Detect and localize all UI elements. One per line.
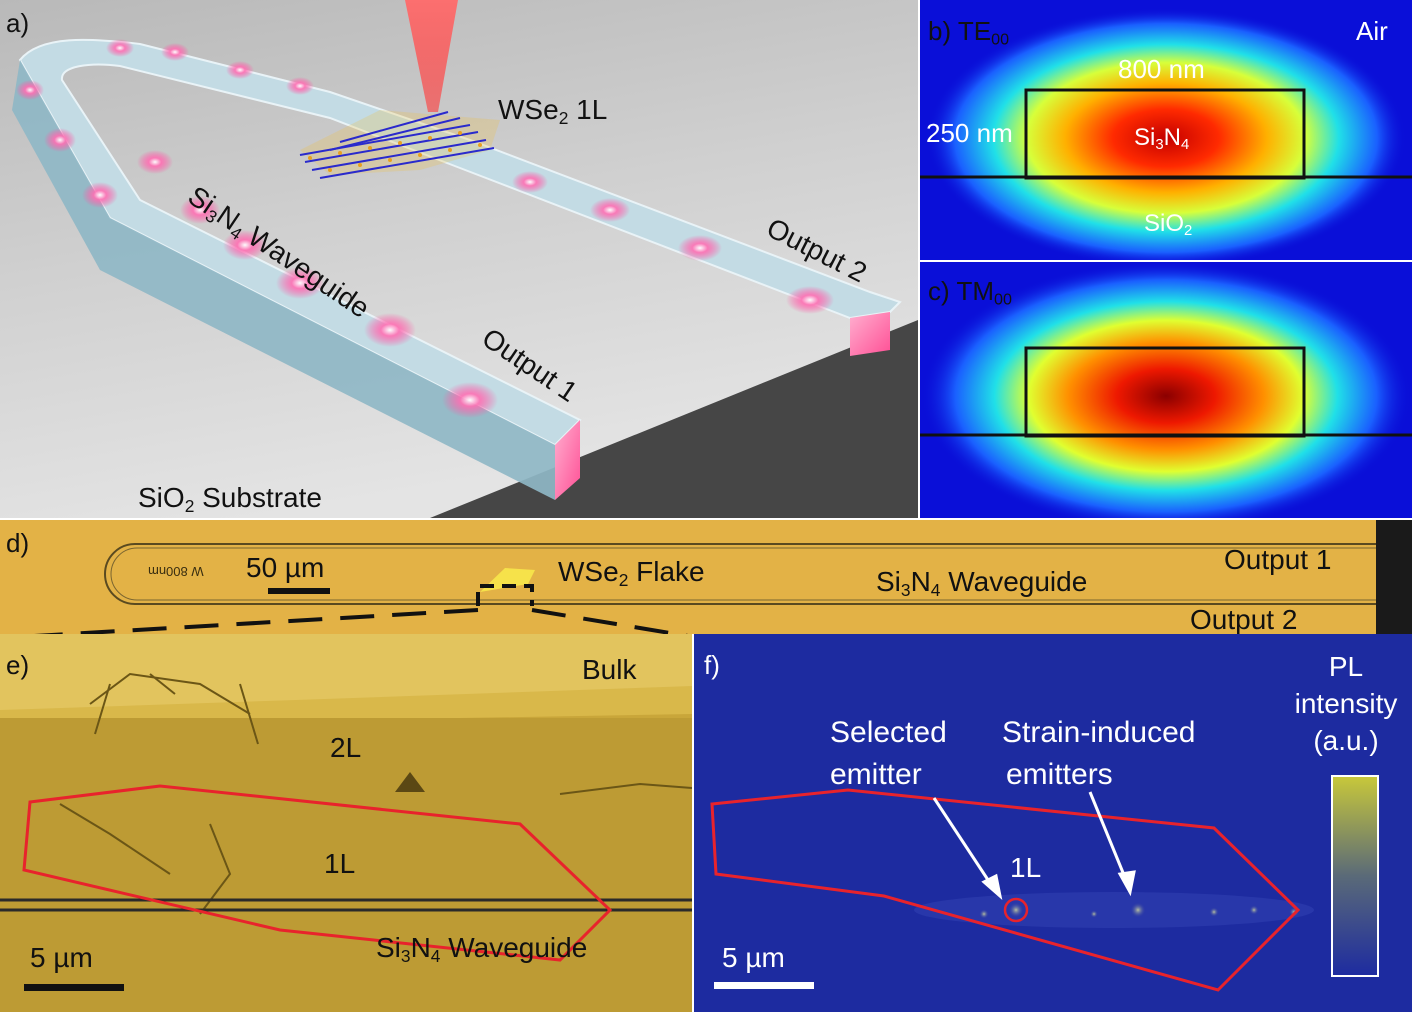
zoom-line-right — [531, 608, 689, 634]
scale-bar-d — [268, 588, 330, 594]
waveguide-label-e: Si3N4 Waveguide — [376, 932, 588, 966]
cladding-label: SiO2 — [1144, 210, 1193, 240]
scale-bar-e — [24, 984, 124, 991]
flake-label: WSe2 Flake — [558, 556, 705, 590]
output-1-label-d: Output 1 — [1224, 544, 1332, 575]
panel-d-optical-micrograph: d) W 800nm 50 µm WSe2 Flake Si3N4 Wavegu… — [0, 520, 1412, 634]
waveguide-label-d: Si3N4 Waveguide — [876, 566, 1088, 600]
panel-c-tm00-mode: c) TM00 — [920, 262, 1412, 518]
colorbar-title: PL intensity (a.u.) — [1294, 651, 1398, 756]
te00-mode-profile — [920, 8, 1412, 260]
tm00-mode-profile — [920, 262, 1412, 518]
waveguide-3d-render — [0, 0, 918, 518]
core-material-label: Si3N4 — [1134, 124, 1190, 154]
scale-bar-f — [714, 982, 814, 989]
wse2-1l-label: WSe2 1L — [498, 94, 608, 128]
monolayer-outline-f — [710, 788, 1301, 992]
panel-b-te00-mode: b) TE00 Air 800 nm 250 nm Si3N4 SiO2 — [920, 0, 1412, 260]
bilayer-label: 2L — [330, 732, 362, 763]
air-label: Air — [1356, 16, 1388, 46]
flake-micrograph — [0, 634, 692, 1012]
output-1-end-face — [555, 420, 580, 500]
waveguide-pl-band — [914, 892, 1314, 928]
panel-a-tag: a) — [6, 8, 30, 38]
panel-e-zoomed-flake: e) Bulk 2L 1L 5 µm Si3N4 Waveguide — [0, 634, 692, 1012]
panel-e-tag: e) — [6, 650, 30, 680]
panel-f-tag: f) — [704, 650, 720, 680]
panel-c-tag: c) TM00 — [928, 276, 1012, 309]
selected-emitter-circle — [1003, 897, 1029, 923]
chip-edge — [1376, 520, 1412, 634]
wse2-flake-spot — [480, 568, 535, 592]
output-2-end-face — [850, 312, 890, 356]
thin-region — [0, 718, 692, 1012]
u-waveguide-trace — [104, 543, 1376, 605]
colorbar — [1331, 775, 1379, 977]
scale-label-d: 50 µm — [246, 552, 325, 583]
monolayer-label-f: 1L — [1010, 852, 1042, 883]
selected-emitter-label: Selected emitter — [830, 716, 947, 791]
waveguide-side-wall — [12, 60, 555, 500]
te-field-distribution — [926, 8, 1406, 260]
chip-mark: W 800nm — [148, 564, 204, 579]
monolayer-label-e: 1L — [324, 848, 356, 879]
annotation-arrows — [932, 791, 1136, 901]
chip-micrograph — [34, 520, 1412, 634]
scale-label-e: 5 µm — [30, 942, 93, 973]
bulk-label: Bulk — [582, 654, 637, 685]
wse2-monolayer-flake — [299, 110, 500, 179]
width-label: 800 nm — [1118, 54, 1205, 84]
mode-spots — [16, 39, 834, 418]
output-2-label-d: Output 2 — [1190, 604, 1298, 634]
zoom-box — [476, 584, 534, 606]
flake-defect — [395, 772, 425, 792]
laser-beam — [405, 0, 458, 112]
monolayer-outline-e — [22, 784, 613, 962]
panel-f-pl-map: f) Selected emitter Strain-induced emitt… — [694, 634, 1412, 1012]
strain-emitters-label: Strain-induced emitters — [1002, 716, 1196, 791]
panel-d-tag: d) — [6, 528, 30, 558]
substrate-label: SiO2 Substrate — [138, 482, 322, 516]
scale-label-f: 5 µm — [722, 942, 785, 973]
zoom-line-left — [34, 608, 479, 634]
emitter-spots — [979, 902, 1299, 919]
tm-field-distribution — [921, 262, 1411, 518]
pl-intensity-map — [710, 775, 1379, 992]
panel-a: a) WSe2 1L Si3N4 Waveguide Output 1 Outp… — [0, 0, 918, 518]
panel-b-tag: b) TE00 — [928, 16, 1010, 49]
height-label: 250 nm — [926, 118, 1013, 148]
